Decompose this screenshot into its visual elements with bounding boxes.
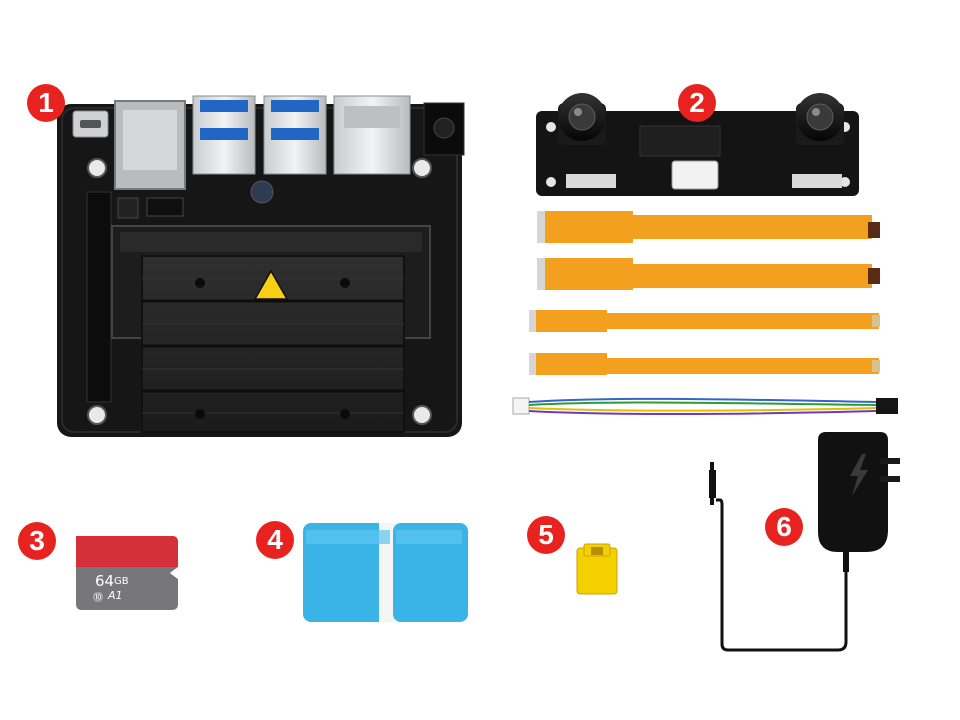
camera-lens-right: [796, 93, 844, 145]
ribbon-cable: [529, 310, 880, 332]
lightning-icon: [850, 454, 868, 496]
jumper-wire-cable: [512, 397, 898, 416]
gpio-header: [86, 191, 112, 403]
sd-capacity-unit: GB: [114, 576, 129, 587]
badge-2: 2: [678, 84, 716, 122]
sd-app-rating: A1: [108, 589, 123, 602]
hot-surface-warning-icon: [253, 269, 289, 300]
jumper-cap: [576, 543, 618, 595]
microsd-card: [76, 536, 178, 610]
sd-capacity: 64: [95, 572, 115, 590]
badge-3: 3: [18, 522, 56, 560]
badge-1: 1: [27, 84, 65, 122]
usb3-port: [263, 95, 327, 175]
sd-speed-class-icon: ⓾: [93, 593, 103, 604]
ribbon-cable: [537, 258, 880, 290]
badge-6: 6: [765, 508, 803, 546]
ribbon-cable: [529, 353, 880, 375]
badge-4: 4: [256, 521, 294, 559]
power-adapter: [709, 432, 900, 652]
card-reader: [303, 523, 468, 622]
developer-kit-board: [57, 95, 465, 437]
badge-5: 5: [527, 516, 565, 554]
stereo-camera-module: [536, 93, 859, 196]
usb3-port: [192, 95, 256, 175]
camera-lens-left: [558, 93, 606, 145]
heatsink: [141, 255, 405, 433]
ribbon-cable: [537, 211, 880, 243]
